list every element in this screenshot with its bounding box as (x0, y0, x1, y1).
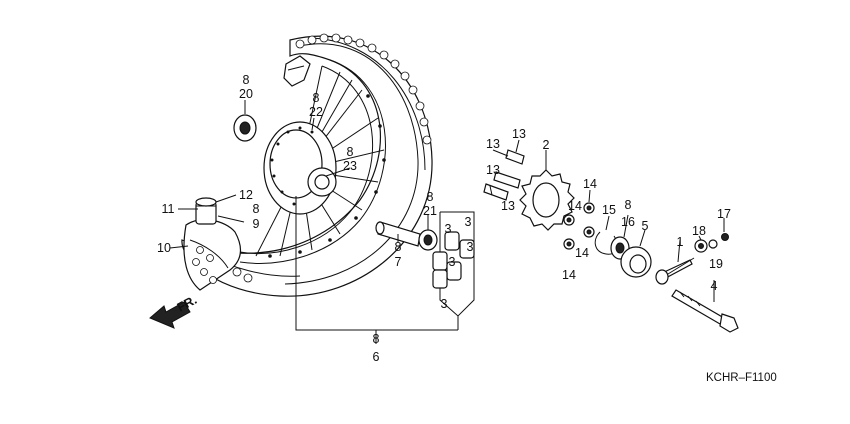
wheel-dampers (432, 231, 475, 289)
tube-valve-clip (195, 197, 217, 225)
rear-tire (181, 33, 433, 297)
callout-14: 14 (562, 268, 576, 282)
front-direction-arrow: FR. (149, 293, 199, 329)
callout-3: 3 (445, 222, 452, 236)
collar-7 (375, 221, 421, 247)
callout-8: 8 (373, 332, 380, 346)
callout-8: 8 (347, 145, 354, 159)
callout-7: 7 (395, 255, 402, 269)
callout-8: 8 (313, 91, 320, 105)
callout-22: 22 (309, 105, 323, 119)
drive-chain-adjuster-1 (655, 257, 695, 285)
callout-3: 3 (449, 255, 456, 269)
callout-21: 21 (423, 204, 437, 218)
callout-13: 13 (486, 137, 500, 151)
callout-8: 8 (243, 73, 250, 87)
tube-left-end (183, 219, 242, 291)
callout-8: 8 (395, 240, 402, 254)
cotter-pin-17 (721, 233, 729, 241)
final-driven-sprocket (519, 169, 575, 231)
callout-4: 4 (711, 279, 718, 293)
callout-12: 12 (239, 188, 253, 202)
diagram-code: KCHR–F1100 (706, 372, 777, 384)
callout-20: 20 (239, 87, 253, 101)
axle-nut-18 (694, 239, 708, 253)
bearing-20 (233, 114, 257, 142)
callout-8: 8 (427, 190, 434, 204)
callout-19: 19 (709, 257, 723, 271)
sprocket-studs (483, 149, 525, 201)
callout-18: 18 (692, 224, 706, 238)
wheel-hub (263, 121, 337, 215)
callout-13: 13 (501, 199, 515, 213)
callout-3: 3 (465, 215, 472, 229)
washer-19 (708, 239, 718, 249)
callout-13: 13 (512, 127, 526, 141)
callout-9: 9 (253, 217, 260, 231)
callout-2: 2 (543, 138, 550, 152)
callout-6: 6 (373, 350, 380, 364)
callout-3: 3 (467, 240, 474, 254)
sprocket-nuts (563, 202, 595, 250)
callout-5: 5 (642, 219, 649, 233)
callout-17: 17 (717, 207, 731, 221)
bearing-21 (418, 229, 438, 251)
callout-3: 3 (441, 297, 448, 311)
callout-14: 14 (575, 246, 589, 260)
callout-11: 11 (162, 202, 175, 216)
callout-10: 10 (157, 241, 171, 255)
rear-axle-4 (671, 289, 739, 333)
callout-8: 8 (253, 202, 260, 216)
sprocket-flange-5 (620, 246, 652, 278)
callout-14: 14 (583, 177, 597, 191)
callout-1: 1 (677, 235, 684, 249)
callout-23: 23 (343, 159, 357, 173)
callout-14: 14 (568, 199, 582, 213)
callout-15: 15 (602, 203, 616, 217)
callout-labels: 8 20 8 22 8 23 11 12 8 9 10 8 21 8 7 3 3… (157, 73, 731, 364)
callout-13: 13 (486, 163, 500, 177)
callout-8: 8 (625, 198, 632, 212)
callout-16: 16 (621, 215, 635, 229)
rim-band-top (283, 55, 311, 87)
